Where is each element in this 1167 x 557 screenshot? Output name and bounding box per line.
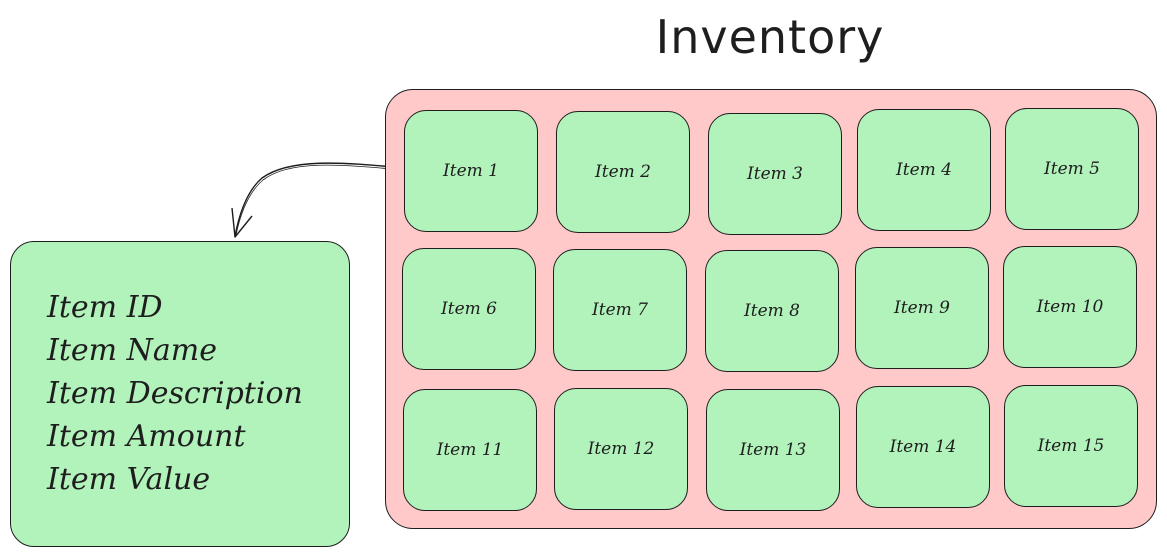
inventory-slot-12[interactable]: Item 12 (554, 388, 688, 510)
inventory-panel: Item 1 Item 2 Item 3 Item 4 Item 5 Item … (385, 89, 1157, 529)
item-value-field: Item Value (47, 462, 211, 497)
inventory-slot-13[interactable]: Item 13 (706, 389, 840, 511)
connector-arrow-line (234, 162, 406, 237)
inventory-slot-3[interactable]: Item 3 (708, 113, 842, 235)
inventory-slot-15[interactable]: Item 15 (1004, 385, 1138, 507)
inventory-slot-4[interactable]: Item 4 (857, 109, 991, 231)
inventory-slot-9[interactable]: Item 9 (855, 247, 989, 369)
connector-arrowhead (231, 207, 253, 238)
inventory-slot-6[interactable]: Item 6 (402, 248, 536, 370)
inventory-slot-5[interactable]: Item 5 (1005, 108, 1139, 230)
item-name-field: Item Name (47, 333, 217, 368)
item-id-field: Item ID (47, 290, 163, 325)
inventory-slot-14[interactable]: Item 14 (856, 386, 990, 508)
inventory-slot-8[interactable]: Item 8 (705, 250, 839, 372)
inventory-slot-11[interactable]: Item 11 (403, 389, 537, 511)
inventory-slot-7[interactable]: Item 7 (553, 249, 687, 371)
item-amount-field: Item Amount (47, 419, 246, 454)
inventory-slot-10[interactable]: Item 10 (1003, 246, 1137, 368)
inventory-slot-1[interactable]: Item 1 (404, 110, 538, 232)
item-description-field: Item Description (47, 376, 303, 411)
item-details-panel: Item ID Item Name Item Description Item … (10, 241, 350, 547)
inventory-title: Inventory (655, 10, 885, 64)
inventory-slot-2[interactable]: Item 2 (556, 111, 690, 233)
connector-arrow-line-echo (235, 164, 404, 236)
